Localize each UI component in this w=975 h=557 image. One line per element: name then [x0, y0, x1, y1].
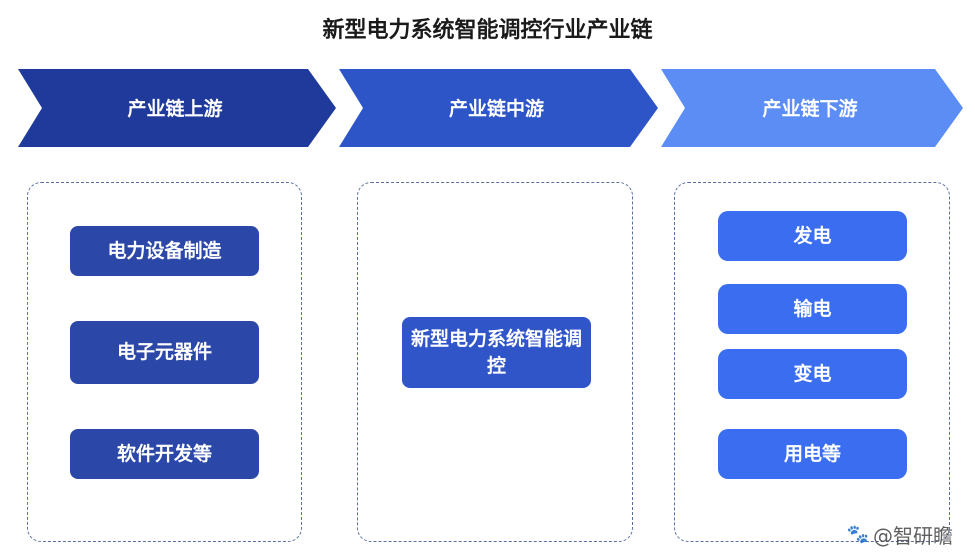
- page-title: 新型电力系统智能调控行业产业链: [322, 18, 653, 43]
- arrow-downstream: [661, 69, 963, 147]
- watermark-text: @智研瞻: [873, 524, 953, 548]
- arrow-midstream: [339, 69, 658, 147]
- upstream-item: 软件开发等: [70, 429, 259, 479]
- downstream-item: 发电: [718, 211, 907, 261]
- stage-label-midstream: 产业链中游: [448, 98, 544, 120]
- arrow-upstream: [18, 69, 336, 147]
- downstream-item: 输电: [718, 284, 907, 334]
- downstream-panel: [674, 182, 950, 542]
- upstream-item: 电力设备制造: [70, 226, 259, 276]
- midstream-panel: [357, 182, 633, 542]
- stage-arrows: [18, 69, 963, 147]
- midstream-item: 新型电力系统智能调控: [402, 317, 591, 388]
- downstream-item: 变电: [718, 349, 907, 399]
- stage-label-downstream: 产业链下游: [762, 98, 858, 120]
- paw-icon: 🐾: [846, 524, 869, 545]
- upstream-panel: [27, 182, 302, 542]
- upstream-item: 电子元器件: [70, 321, 259, 384]
- stage-label-upstream: 产业链上游: [127, 98, 223, 120]
- watermark: 🐾 @智研瞻: [847, 520, 953, 549]
- downstream-item: 用电等: [718, 429, 907, 479]
